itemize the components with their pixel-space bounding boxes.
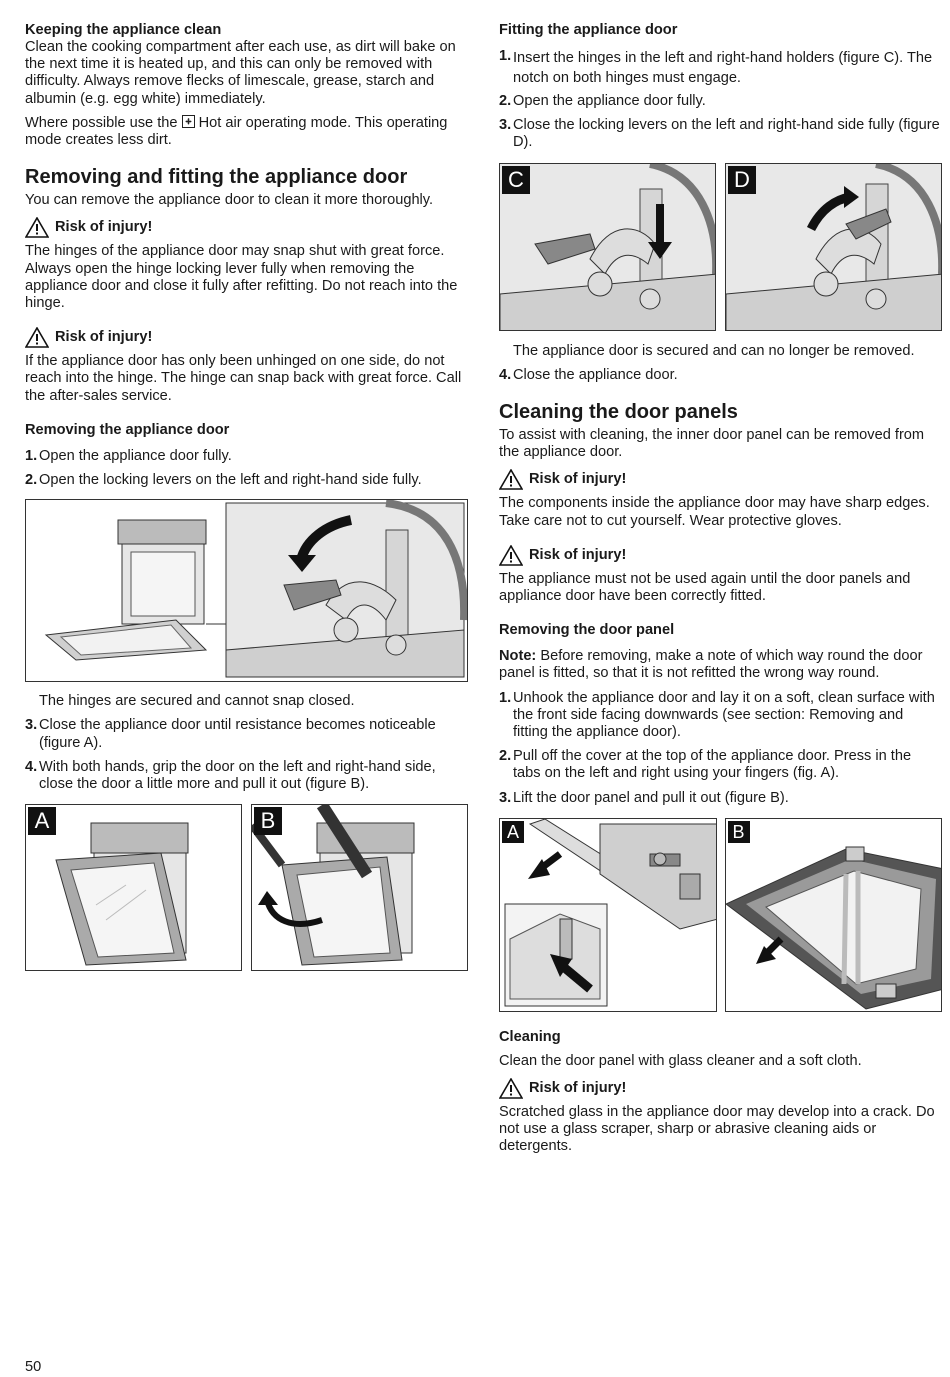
door-pull-out-illustration — [252, 805, 415, 966]
figure-c-label: C — [502, 165, 530, 194]
panel-warning-1: Risk of injury! — [499, 469, 942, 491]
removing-panel-title: Removing the door panel — [499, 622, 675, 639]
step-3: 3.Close the appliance door until resista… — [25, 717, 436, 751]
door-closing-illustration — [55, 822, 189, 966]
panel-figures-a-b: A B — [499, 817, 942, 1012]
panel-figure-b-label: B — [727, 820, 750, 843]
panel-figure-a-label: A — [502, 820, 524, 843]
panel-warning-2: Risk of injury! — [499, 544, 942, 566]
section-intro: You can remove the appliance door to cle… — [25, 192, 434, 209]
panel-warning-3-text: Scratched glass in the appliance door ma… — [499, 1104, 935, 1155]
hinge-insert-illustration — [500, 163, 715, 330]
cleaning-text: Clean the door panel with glass cleaner … — [499, 1052, 862, 1069]
panel-warning-1-text: The components inside the appliance door… — [499, 495, 930, 529]
clean-title: Keeping the appliance clean — [25, 22, 222, 38]
door-secured-text: The appliance door is secured and can no… — [513, 342, 915, 359]
figure-hinge-lever — [25, 499, 468, 683]
fit-step-4: 4.Close the appliance door. — [499, 366, 678, 383]
figures-a-b: A B — [25, 804, 468, 972]
hinges-secured-text: The hinges are secured and cannot snap c… — [39, 693, 355, 710]
figure-d: D — [725, 162, 942, 331]
figure-a: A — [25, 804, 242, 972]
warning-triangle-icon — [25, 327, 49, 349]
figure-b-label: B — [254, 807, 282, 836]
page-number: 50 — [25, 1359, 42, 1375]
cover-removal-illustration — [504, 818, 716, 1007]
figures-c-d: C D — [499, 162, 942, 331]
warning-triangle-icon — [499, 544, 523, 566]
panel-warning-2-text: The appliance must not be used again unt… — [499, 570, 911, 605]
panels-intro: To assist with cleaning, the inner door … — [499, 427, 925, 461]
panel-figure-a: A — [499, 817, 717, 1012]
figure-b: B — [251, 804, 468, 972]
right-column: Fitting the appliance door 1.Insert the … — [499, 22, 942, 1156]
hinge-lock-illustration — [726, 163, 941, 330]
step-2: 2.Open the locking levers on the left an… — [25, 472, 422, 489]
hot-air-fan-icon — [181, 114, 195, 128]
warning-triangle-icon — [499, 1078, 523, 1099]
warning-2: Risk of injury! — [25, 327, 468, 349]
panel-step-2: 2.Pull off the cover at the top of the a… — [499, 748, 912, 782]
note: Note: Before removing, make a note of wh… — [499, 648, 923, 682]
fit-step-3: 3.Close the locking levers on the left a… — [499, 117, 940, 151]
figure-d-label: D — [728, 165, 756, 194]
warning-triangle-icon — [25, 217, 49, 239]
left-column: Keeping the appliance clean Clean the co… — [25, 22, 468, 972]
clean-paragraph-1: Clean the cooking compartment after each… — [25, 39, 456, 107]
figure-c: C — [499, 162, 716, 331]
hinge-illustration — [44, 500, 467, 678]
fit-step-1: 1.Insert the hinges in the left and righ… — [499, 48, 933, 86]
warning-1: Risk of injury! — [25, 217, 468, 239]
panel-step-1: 1.Unhook the appliance door and lay it o… — [499, 689, 935, 741]
warning-triangle-icon — [499, 469, 523, 491]
panels-title: Cleaning the door panels — [499, 401, 738, 424]
warning-1-text: The hinges of the appliance door may sna… — [25, 243, 458, 312]
panel-lift-illustration — [725, 846, 942, 1010]
fitting-title: Fitting the appliance door — [499, 22, 678, 38]
panel-warning-3: Risk of injury! — [499, 1078, 942, 1099]
section-title: Removing and fitting the appliance door — [25, 166, 408, 189]
removing-door-title: Removing the appliance door — [25, 421, 230, 438]
panel-step-3: 3.Lift the door panel and pull it out (f… — [499, 789, 789, 806]
fit-step-2: 2.Open the appliance door fully. — [499, 93, 706, 109]
step-4: 4.With both hands, grip the door on the … — [25, 758, 436, 793]
clean-paragraph-2: Where possible use the Hot air operating… — [25, 114, 448, 149]
figure-a-label: A — [28, 807, 56, 836]
cleaning-title: Cleaning — [499, 1028, 561, 1045]
step-1: 1.Open the appliance door fully. — [25, 447, 232, 464]
warning-2-text: If the appliance door has only been unhi… — [25, 353, 462, 404]
panel-figure-b: B — [724, 817, 942, 1012]
